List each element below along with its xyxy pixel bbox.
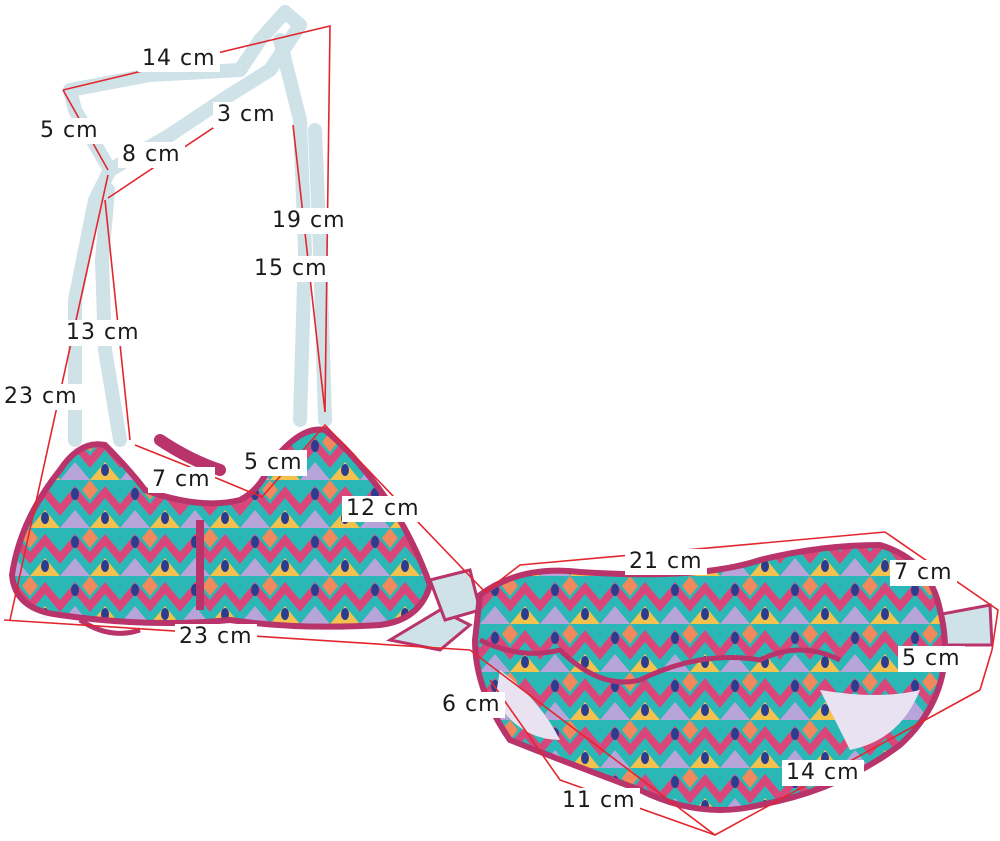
- line-bottom-base: [489, 679, 716, 836]
- halter-straps: [63, 5, 332, 447]
- measure-label-cup-edge: 12 cm: [342, 496, 424, 522]
- measure-label-bottom-leg: 6 cm: [438, 692, 505, 718]
- bikini-top: [8, 426, 434, 636]
- measure-label-strap-top: 14 cm: [138, 46, 220, 72]
- measure-label-top-band: 23 cm: [175, 624, 257, 650]
- bottom-ties: [385, 568, 994, 652]
- measure-label-strap-left-inner: 13 cm: [62, 320, 144, 346]
- measure-label-strap-loop: 8 cm: [118, 142, 185, 168]
- measure-label-cup-top: 5 cm: [240, 450, 307, 476]
- measure-label-strap-left: 5 cm: [36, 118, 103, 144]
- measure-label-cup-side: 7 cm: [148, 467, 215, 493]
- measure-label-strap-knot: 3 cm: [213, 102, 280, 128]
- measure-label-bottom-hip: 5 cm: [898, 646, 965, 672]
- measure-label-bottom-side: 7 cm: [890, 560, 957, 586]
- measure-label-bottom-back: 14 cm: [782, 760, 864, 786]
- measure-label-strap-right-inner: 15 cm: [250, 256, 332, 282]
- line-cup-top: [134, 423, 486, 593]
- measure-label-bottom-base: 11 cm: [558, 788, 640, 814]
- measure-label-bottom-waist: 21 cm: [625, 549, 707, 575]
- line-bottom-waist: [484, 531, 886, 593]
- bikini-bottom: [471, 541, 948, 813]
- measure-label-strap-left-outer: 23 cm: [0, 384, 82, 410]
- measure-label-strap-right-outer: 19 cm: [268, 208, 350, 234]
